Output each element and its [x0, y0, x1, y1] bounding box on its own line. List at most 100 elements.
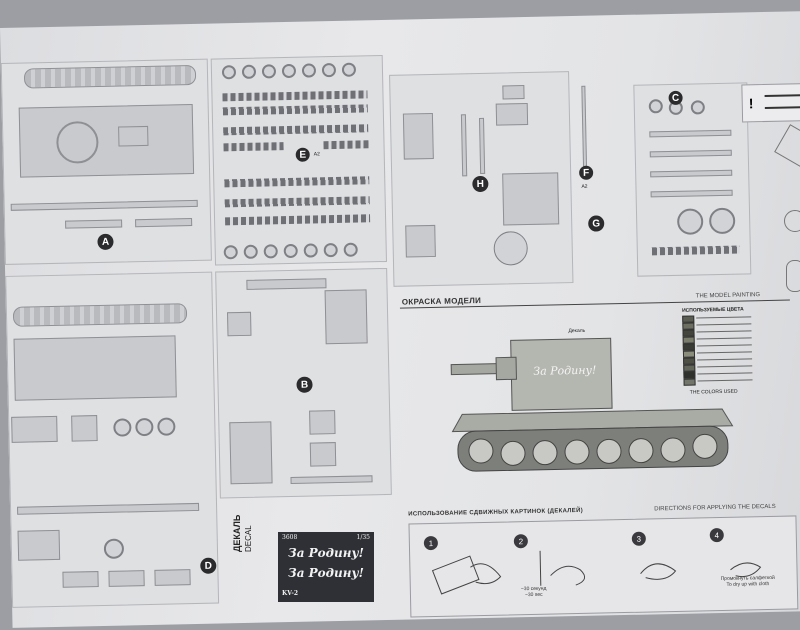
track-links [323, 140, 369, 150]
hull-side-part [13, 335, 177, 401]
wheel-part [157, 417, 176, 436]
track-links [223, 124, 369, 136]
track-links [222, 90, 368, 102]
sprue-b-frame: B [215, 267, 392, 499]
sprue-a-frame: A [0, 58, 212, 265]
color-line [696, 344, 752, 347]
color-line [697, 365, 753, 368]
handle-part [478, 117, 486, 174]
kv2-tank-drawing [450, 337, 734, 472]
box-part [502, 85, 525, 100]
decal-instructions: ИСПОЛЬЗОВАНИЕ СДВИЖНЫХ КАРТИНОК (ДЕКАЛЕЙ… [404, 503, 800, 621]
panel-part [405, 224, 436, 258]
small-parts-row [650, 189, 733, 198]
rear-plate-part [11, 415, 58, 443]
small-parts-row [495, 102, 529, 126]
sprocket-part [708, 207, 736, 235]
sprue-h-badge: H [472, 175, 489, 193]
colors-legend: ИСПОЛЬЗУЕМЫЕ ЦВЕТА THE COLORS USED [682, 306, 763, 396]
box-part [309, 410, 336, 435]
sprue-a-badge: A [97, 233, 114, 251]
sprue-b-badge: B [296, 376, 313, 393]
idler-part [493, 231, 529, 266]
engine-deck-part [502, 172, 560, 226]
sprue-e-frame: E A2 [210, 54, 387, 266]
decal-card: 3608 1/35 За Родину! За Родину! KV-2 [278, 532, 374, 602]
warning-icon: ! [748, 95, 754, 112]
color-line [696, 323, 752, 326]
track-links [224, 196, 370, 208]
decal-code: 3608 [282, 534, 298, 541]
decal-instr-title-en: DIRECTIONS FOR APPLYING THE DECALS [654, 503, 776, 513]
colors-subtitle: THE COLORS USED [689, 388, 738, 396]
wheel-part [135, 417, 154, 437]
wheel-part [113, 418, 132, 437]
track-links [223, 142, 284, 152]
turret-slogan: За Родину! [533, 363, 597, 378]
part-tag: A2 [581, 183, 588, 190]
step-4: 4 [709, 527, 724, 543]
color-line [697, 372, 753, 375]
color-swatch [683, 378, 696, 386]
wheel-part [103, 538, 125, 559]
track-guard-part [12, 303, 188, 327]
track-guard-part [23, 64, 197, 89]
colors-title: ИСПОЛЬЗУЕМЫЕ ЦВЕТА [682, 306, 744, 314]
track-links [222, 104, 368, 116]
decal-slogan-2: За Родину! [288, 566, 364, 580]
fender-part [246, 278, 327, 290]
decal-sheet: ДЕКАЛЬ DECAL 3608 1/35 За Родину! За Род… [232, 515, 380, 602]
sprocket-part [676, 208, 704, 235]
right-edge-drawings [760, 124, 800, 330]
decal-model: KV-2 [282, 590, 299, 597]
box-part [62, 571, 99, 588]
small-parts-row [65, 219, 123, 229]
painting-title: ОКРАСКА МОДЕЛИ [401, 295, 482, 307]
side-panel-part [229, 421, 273, 485]
sprue-h-frame: H [389, 71, 574, 287]
turret-decal-note: Декаль [568, 327, 586, 335]
painting-title-en: THE MODEL PAINTING [695, 292, 761, 300]
bracket-part [227, 311, 252, 337]
painting-section: ОКРАСКА МОДЕЛИ THE MODEL PAINTING За Род… [399, 289, 800, 497]
box-part [108, 570, 145, 587]
tow-cable-part [17, 529, 61, 561]
color-line [696, 316, 752, 319]
sprue-e-badge: E [295, 147, 310, 162]
decal-instr-title: ИСПОЛЬЗОВАНИЕ СДВИЖНЫХ КАРТИНОК (ДЕКАЛЕЙ… [408, 507, 584, 518]
small-parts-row [649, 149, 732, 158]
box-part [154, 569, 191, 586]
decal-slogan-1: За Родину! [288, 546, 364, 560]
sprue-c-frame: C [633, 82, 752, 277]
sprue-d-frame: D [5, 271, 220, 608]
hull-top-part [18, 103, 195, 178]
antenna-rod [581, 85, 588, 168]
decal-label-en: DECAL [244, 525, 253, 552]
handle-part [460, 114, 468, 177]
instruction-sheet: A E A2 H F A2 G C [0, 10, 800, 628]
small-parts-row [10, 199, 198, 211]
color-line [696, 351, 752, 354]
sprue-d-badge: D [200, 557, 217, 574]
hand-drawing [431, 550, 762, 595]
track-links [224, 176, 370, 188]
turret-hatch-part [402, 112, 434, 160]
track-links [225, 214, 371, 226]
box-part [309, 442, 337, 467]
color-line [696, 337, 752, 340]
small-parts-row [650, 169, 733, 178]
color-line [696, 330, 752, 333]
armor-plate-part [324, 289, 368, 345]
warning-box: ! [741, 82, 800, 123]
small-parts-row [290, 475, 373, 485]
sprue-g-badge: G [588, 215, 605, 232]
part-tag: A2 [313, 151, 320, 158]
steps-box: 1 2 3 4 ~30 секунд ~30 sec Промокнуть са… [408, 515, 799, 618]
small-parts-row [135, 218, 193, 228]
hatch-part [71, 415, 98, 442]
decal-scale: 1/35 [356, 534, 370, 541]
small-parts-row [17, 502, 200, 515]
decal-label-ru: ДЕКАЛЬ [232, 514, 242, 552]
track-links [651, 245, 740, 256]
sprue-f-badge: F [579, 165, 594, 180]
